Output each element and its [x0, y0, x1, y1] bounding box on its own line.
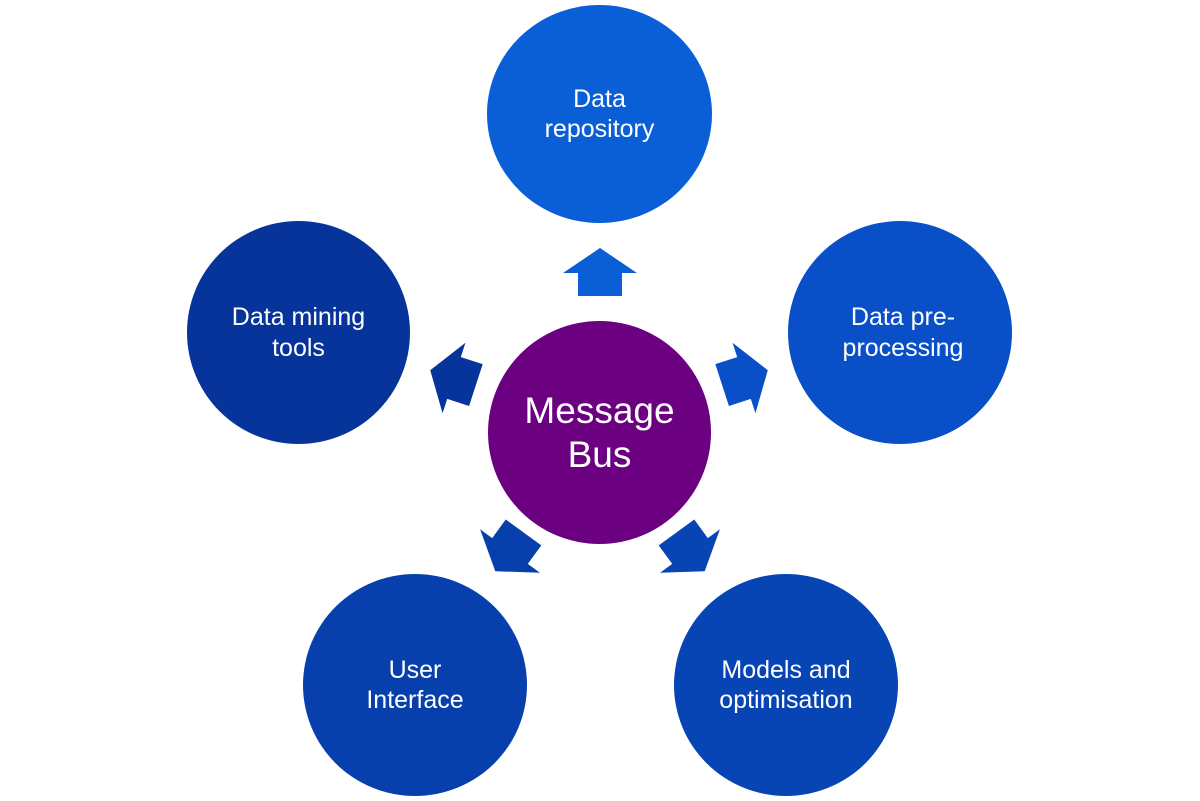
node-data-mining-tools-label: Data mining tools [231, 303, 366, 362]
node-data-repository-label: Data repository [544, 84, 655, 144]
node-message-bus: Message Bus [488, 321, 711, 544]
node-data-mining-tools: Data mining tools [187, 221, 410, 444]
arrow-to-data-preprocessing [715, 342, 768, 414]
arrow-to-data-mining-tools [430, 342, 483, 414]
arrow-to-data-preprocessing-shape [715, 342, 768, 414]
node-models-and-optimisation: Models and optimisation [674, 574, 898, 796]
arrow-to-data-repository [563, 248, 637, 296]
node-user-interface: User Interface [303, 574, 527, 796]
node-message-bus-label: Message Bus [524, 389, 675, 475]
node-data-repository: Data repository [487, 5, 712, 223]
node-data-preprocessing: Data pre- processing [788, 221, 1012, 444]
arrow-to-data-repository-shape [563, 248, 637, 296]
node-data-preprocessing-label: Data pre- processing [842, 303, 964, 362]
node-models-and-optimisation-label: Models and optimisation [719, 655, 853, 715]
arrow-to-data-mining-tools-shape [430, 342, 483, 414]
node-user-interface-label: User Interface [366, 655, 464, 715]
